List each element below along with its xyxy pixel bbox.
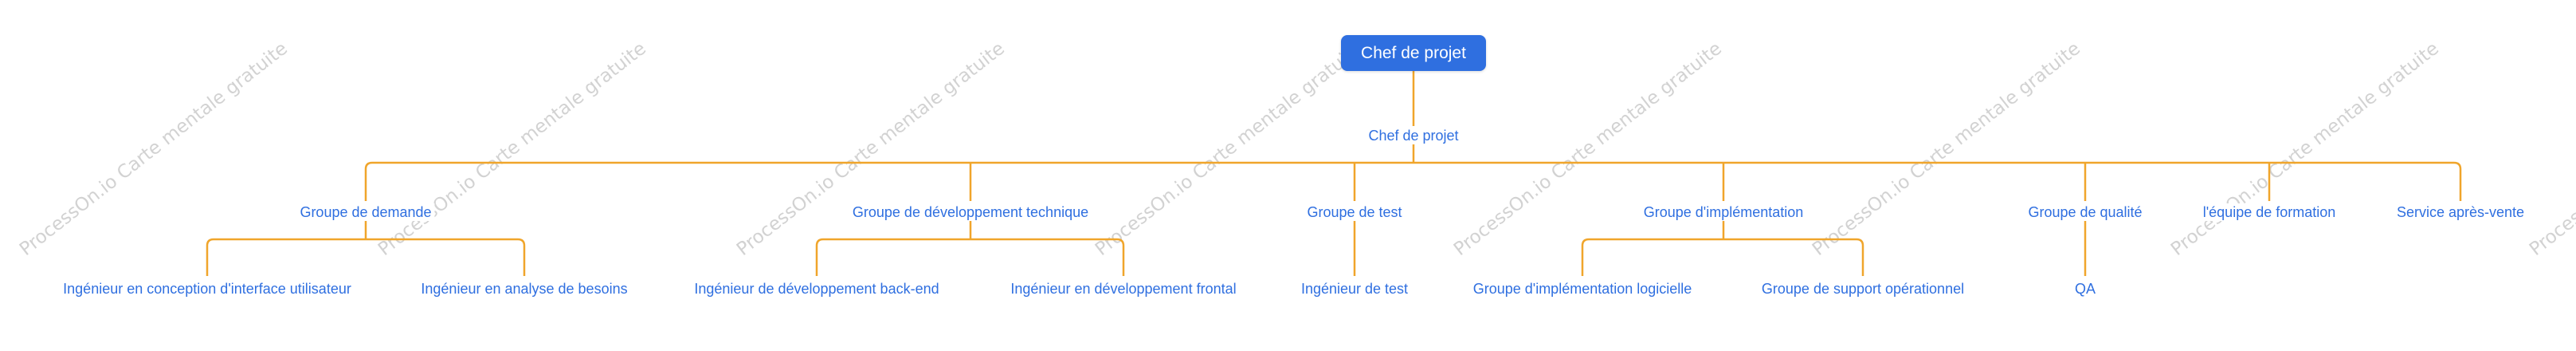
group-label-formation[interactable]: l'équipe de formation <box>2199 203 2339 221</box>
connector-dev-members <box>815 238 970 276</box>
group-label-qualite[interactable]: Groupe de qualité <box>2025 203 2146 221</box>
connector-demande-members <box>366 238 526 276</box>
member-label-analysis-engineer[interactable]: Ingénieur en analyse de besoins <box>418 280 631 298</box>
group-label-demande[interactable]: Groupe de demande <box>296 203 435 221</box>
group-label-test[interactable]: Groupe de test <box>1304 203 1406 221</box>
member-label-qa[interactable]: QA <box>2071 280 2100 298</box>
connector-impl-members <box>1581 238 1723 276</box>
root-node[interactable]: Chef de projet <box>1341 35 1486 71</box>
member-label-test-engineer[interactable]: Ingénieur de test <box>1297 280 1412 298</box>
member-label-software-impl[interactable]: Groupe d'implémentation logicielle <box>1469 280 1696 298</box>
group-label-apres-vente[interactable]: Service après-vente <box>2393 203 2528 221</box>
connector-bus-group <box>1413 161 2462 201</box>
connector-demande-members <box>206 238 366 276</box>
connector-bus-group <box>364 161 1413 201</box>
group-label-dev-technique[interactable]: Groupe de développement technique <box>849 203 1092 221</box>
member-label-backend-engineer[interactable]: Ingénieur de développement back-end <box>691 280 943 298</box>
member-label-ops-support[interactable]: Groupe de support opérationnel <box>1758 280 1968 298</box>
group-label-implementation[interactable]: Groupe d'implémentation <box>1640 203 1807 221</box>
connector-dev-members <box>970 238 1125 276</box>
hub-label[interactable]: Chef de projet <box>1365 127 1462 144</box>
member-label-frontend-engineer[interactable]: Ingénieur en développement frontal <box>1007 280 1240 298</box>
connector-impl-members <box>1723 238 1864 276</box>
member-label-ui-engineer[interactable]: Ingénieur en conception d'interface util… <box>60 280 355 298</box>
